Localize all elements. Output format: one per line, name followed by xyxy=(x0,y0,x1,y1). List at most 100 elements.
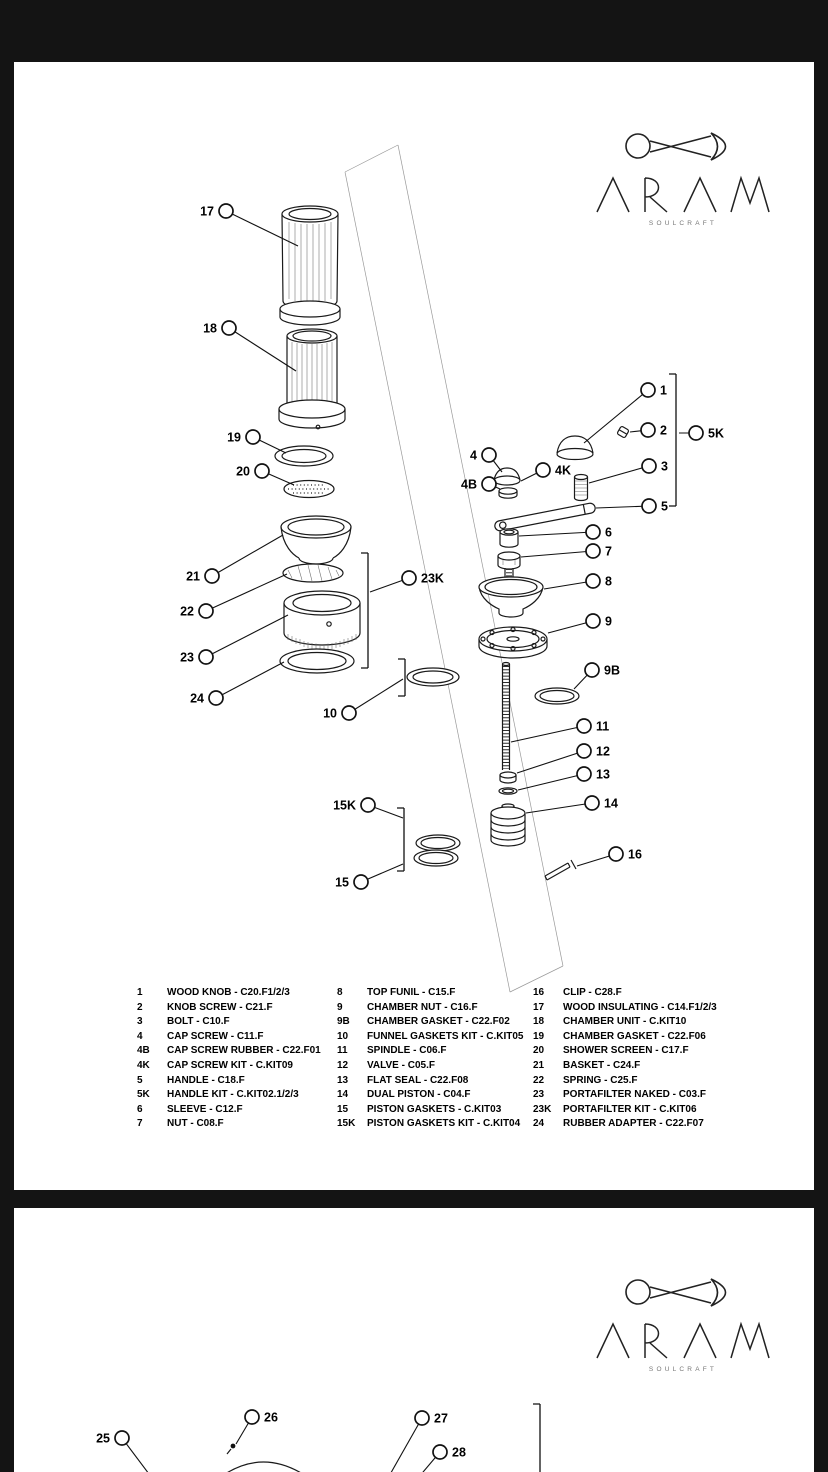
chamber-gasket-9b-drawing xyxy=(534,687,580,705)
callout-label: 24 xyxy=(190,691,204,705)
part-label: KNOB SCREW - C21.F xyxy=(167,1001,273,1013)
part-label: WOOD INSULATING - C14.F1/2/3 xyxy=(563,1001,717,1013)
callout-label: 2 xyxy=(660,423,667,437)
callout-leader-line xyxy=(525,802,593,814)
callout-leader-line xyxy=(205,573,288,612)
callout-label: 20 xyxy=(236,464,250,478)
part-label: HANDLE - C18.F xyxy=(167,1074,245,1086)
part-number: 14 xyxy=(337,1089,349,1101)
callout-circle xyxy=(688,425,704,441)
callout-circle xyxy=(254,463,270,479)
callout-circle xyxy=(585,543,601,559)
part-number: 21 xyxy=(533,1059,545,1071)
part-number: 10 xyxy=(337,1030,349,1042)
callout-leader-line xyxy=(390,1417,423,1472)
chamber-gasket-drawing xyxy=(274,445,334,467)
top-funnel-drawing xyxy=(478,576,544,618)
part-label: PISTON GASKETS KIT - C.KIT04 xyxy=(367,1118,521,1130)
part-label: SPRING - C25.F xyxy=(563,1074,638,1086)
callout-label: 15K xyxy=(333,798,356,812)
callout-circle xyxy=(481,476,497,492)
callout-label: 18 xyxy=(203,321,217,335)
part-label: CAP SCREW RUBBER - C22.F01 xyxy=(167,1045,321,1057)
callout-label: 5K xyxy=(708,426,724,440)
cap-screw-drawing xyxy=(493,467,521,486)
callout-label: 3 xyxy=(661,459,668,473)
sleeve-drawing xyxy=(499,528,519,548)
callout-circle xyxy=(608,846,624,862)
exploded-diagram-page1: 171819202122232423K10125K344B4K567899B11… xyxy=(180,132,770,993)
callout-label: 10 xyxy=(323,706,337,720)
part-number: 4 xyxy=(137,1030,143,1042)
part-label: VALVE - C05.F xyxy=(367,1059,435,1071)
funnel-gasket-kit-drawing xyxy=(406,667,460,687)
part-number: 2 xyxy=(137,1001,143,1013)
callout-leader-line xyxy=(595,505,650,509)
piston-gaskets-drawing xyxy=(413,834,461,867)
callout-label: 4K xyxy=(555,463,571,477)
bolt-drawing xyxy=(573,473,589,502)
callout-circle xyxy=(401,570,417,586)
part-label: HANDLE KIT - C.KIT02.1/2/3 xyxy=(167,1089,299,1101)
callout-leader-line xyxy=(510,725,585,743)
part-label: PORTAFILTER KIT - C.KIT06 xyxy=(563,1103,697,1115)
part-number: 18 xyxy=(533,1016,545,1028)
callout-circle xyxy=(640,382,656,398)
callout-leader-line xyxy=(228,327,297,372)
portafilter-drawing xyxy=(283,590,361,650)
part-label: BASKET - C24.F xyxy=(563,1059,641,1071)
part-row: 21 BASKET - C24.F xyxy=(533,1059,717,1074)
part-number: 9 xyxy=(337,1001,343,1013)
logo-subtext: SOULCRAFT xyxy=(649,220,717,227)
aram-logo-icon xyxy=(625,132,727,161)
callout-label: 16 xyxy=(628,847,642,861)
callout-circle xyxy=(360,797,376,813)
handle-drawing xyxy=(494,502,596,532)
part-number: 4K xyxy=(137,1059,150,1071)
part-number: 12 xyxy=(337,1059,349,1071)
part-label: NUT - C08.F xyxy=(167,1118,224,1130)
callout-leader-line xyxy=(588,465,650,484)
part-number: 11 xyxy=(337,1045,348,1057)
part-number: 13 xyxy=(337,1074,349,1086)
callout-leader-line xyxy=(225,210,299,247)
part-label: CAP SCREW - C11.F xyxy=(167,1030,264,1042)
part-number: 15 xyxy=(337,1103,349,1115)
callout-label: 14 xyxy=(604,796,618,810)
part-number: 3 xyxy=(137,1016,143,1028)
cap-screw-rubber-drawing xyxy=(498,487,518,499)
knob-screw-drawing xyxy=(616,425,630,439)
callout-circle xyxy=(221,320,237,336)
callout-circle xyxy=(481,447,497,463)
callout-circle xyxy=(641,458,657,474)
part-label: PORTAFILTER NAKED - C03.F xyxy=(563,1089,706,1101)
part-label: SPINDLE - C06.F xyxy=(367,1045,447,1057)
part-number: 22 xyxy=(533,1074,545,1086)
callout-label: 5 xyxy=(661,499,668,513)
part-row: 12 VALVE - C05.F xyxy=(337,1059,524,1074)
chamber-drawing xyxy=(278,328,346,430)
callout-label: 15 xyxy=(335,875,349,889)
part-label: WOOD KNOB - C20.F1/2/3 xyxy=(167,987,290,998)
part-label: CHAMBER GASKET - C22.F06 xyxy=(563,1030,706,1042)
part-label: DUAL PISTON - C04.F xyxy=(367,1089,471,1101)
callout-label: 22 xyxy=(180,604,194,618)
shower-screen-drawing xyxy=(283,479,335,499)
callout-label: 9B xyxy=(604,663,620,677)
